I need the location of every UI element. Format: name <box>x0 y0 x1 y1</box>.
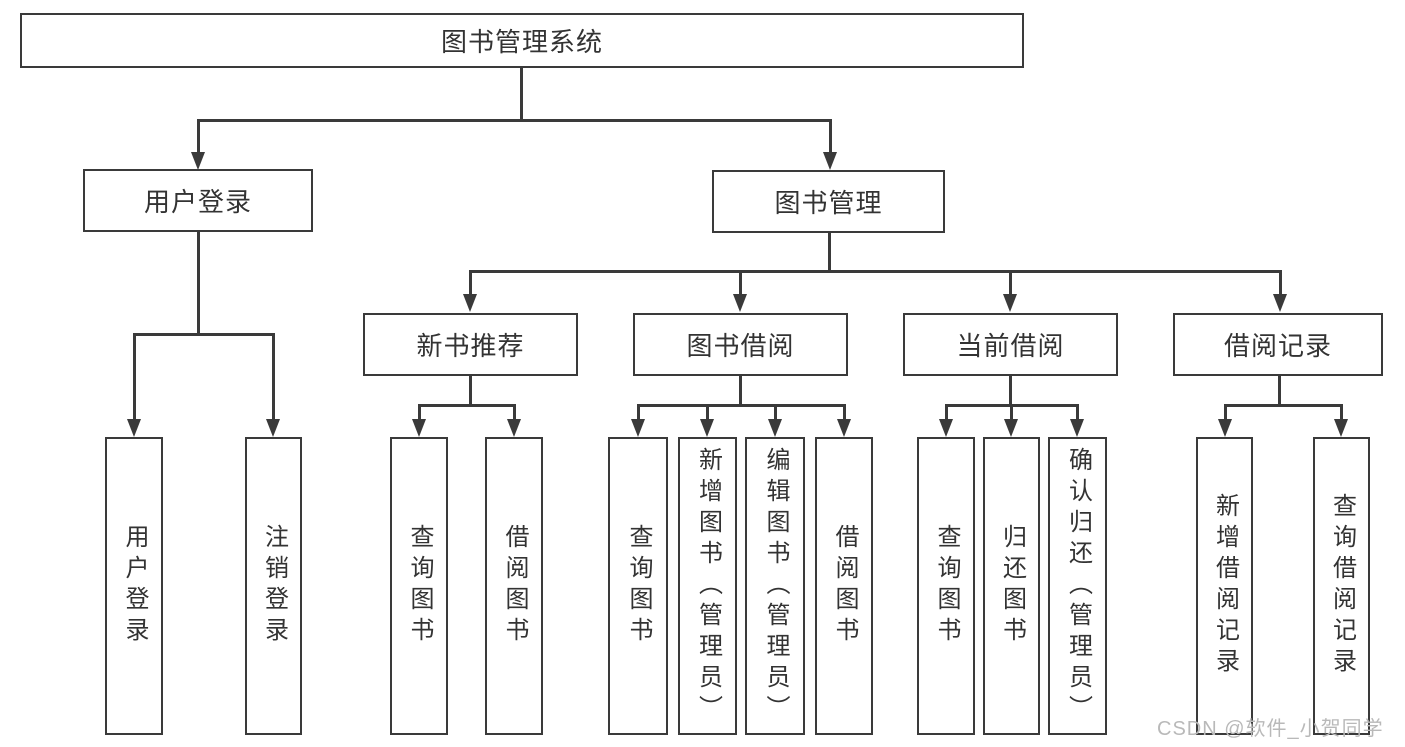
connector-line <box>469 270 1281 273</box>
arrowhead-icon <box>768 419 782 437</box>
connector-line <box>828 233 831 272</box>
node-borrow-records-label: 借阅记录 <box>1223 331 1332 361</box>
connector-line <box>272 333 275 420</box>
node-borrow-records: 借阅记录 <box>1173 313 1383 376</box>
connector-line <box>197 232 200 335</box>
leaf-query-borrow-record: 查询借阅记录 <box>1313 437 1370 735</box>
leaf-logout-label: 注销登录 <box>260 524 288 648</box>
node-book-borrow-label: 图书借阅 <box>686 331 795 361</box>
leaf-user-login-label: 用户登录 <box>121 524 148 648</box>
leaf-logout: 注销登录 <box>245 437 302 735</box>
arrowhead-icon <box>823 152 837 170</box>
connector-line <box>418 404 421 421</box>
leaf-query-book-recommend: 查询图书 <box>390 437 448 735</box>
leaf-query-book-current-label: 查询图书 <box>933 524 960 648</box>
arrowhead-icon <box>700 419 714 437</box>
connector-line <box>520 68 523 121</box>
leaf-query-book-borrow-label: 查询图书 <box>625 524 652 648</box>
node-book-borrow: 图书借阅 <box>633 313 848 376</box>
connector-line <box>418 404 516 407</box>
connector-line <box>1224 404 1227 421</box>
leaf-add-book-admin-label: 新增图书（管理员） <box>694 446 722 726</box>
connector-line <box>469 270 472 296</box>
connector-line <box>133 333 275 336</box>
arrowhead-icon <box>266 419 280 437</box>
connector-line <box>197 119 200 154</box>
arrowhead-icon <box>837 419 851 437</box>
node-new-book-recommend-label: 新书推荐 <box>416 331 525 361</box>
arrowhead-icon <box>191 152 205 170</box>
leaf-user-login: 用户登录 <box>105 437 163 735</box>
csdn-watermark: CSDN @软件_小贺同学 <box>1157 718 1384 740</box>
arrowhead-icon <box>1004 419 1018 437</box>
connector-line <box>1009 270 1012 296</box>
node-current-borrow: 当前借阅 <box>903 313 1118 376</box>
connector-line <box>1009 376 1012 406</box>
leaf-confirm-return-admin-label: 确认归还（管理员） <box>1064 446 1092 726</box>
leaf-confirm-return-admin: 确认归还（管理员） <box>1048 437 1107 735</box>
connector-line <box>843 404 846 421</box>
node-root-label: 图书管理系统 <box>440 27 603 57</box>
node-user-login: 用户登录 <box>83 169 313 232</box>
connector-line <box>637 404 845 407</box>
connector-line <box>945 404 948 421</box>
leaf-query-book-recommend-label: 查询图书 <box>406 524 433 648</box>
arrowhead-icon <box>127 419 141 437</box>
connector-line <box>513 404 516 421</box>
connector-line <box>1340 404 1343 421</box>
arrowhead-icon <box>1003 294 1017 312</box>
leaf-borrow-book-label: 借阅图书 <box>831 524 858 648</box>
connector-line <box>774 404 777 421</box>
connector-line <box>829 119 832 154</box>
connector-line <box>1278 376 1281 406</box>
arrowhead-icon <box>1273 294 1287 312</box>
leaf-query-book-current: 查询图书 <box>917 437 975 735</box>
arrowhead-icon <box>733 294 747 312</box>
leaf-edit-book-admin-label: 编辑图书（管理员） <box>762 446 789 726</box>
node-new-book-recommend: 新书推荐 <box>363 313 578 376</box>
arrowhead-icon <box>939 419 953 437</box>
leaf-return-book-label: 归还图书 <box>998 524 1026 648</box>
node-current-borrow-label: 当前借阅 <box>956 331 1065 361</box>
connector-line <box>1224 404 1343 407</box>
leaf-borrow-book-recommend: 借阅图书 <box>485 437 543 735</box>
connector-line <box>469 376 472 406</box>
node-book-management-label: 图书管理 <box>774 188 883 218</box>
arrowhead-icon <box>1218 419 1232 437</box>
connector-line <box>1076 404 1079 421</box>
connector-line <box>1279 270 1282 296</box>
arrowhead-icon <box>507 419 521 437</box>
leaf-query-borrow-record-label: 查询借阅记录 <box>1328 493 1356 679</box>
arrowhead-icon <box>631 419 645 437</box>
node-book-management: 图书管理 <box>712 170 945 233</box>
connector-line <box>133 333 136 420</box>
leaf-return-book: 归还图书 <box>983 437 1040 735</box>
connector-line <box>739 376 742 406</box>
node-root: 图书管理系统 <box>20 13 1024 68</box>
arrowhead-icon <box>1070 419 1084 437</box>
leaf-add-borrow-record-label: 新增借阅记录 <box>1211 493 1239 679</box>
arrowhead-icon <box>412 419 426 437</box>
leaf-query-book-borrow: 查询图书 <box>608 437 668 735</box>
connector-line <box>739 270 742 296</box>
leaf-add-borrow-record: 新增借阅记录 <box>1196 437 1253 735</box>
connector-line <box>706 404 709 421</box>
leaf-borrow-book-recommend-label: 借阅图书 <box>501 524 528 648</box>
connector-line <box>198 119 832 122</box>
leaf-add-book-admin: 新增图书（管理员） <box>678 437 737 735</box>
arrowhead-icon <box>1334 419 1348 437</box>
leaf-borrow-book: 借阅图书 <box>815 437 873 735</box>
arrowhead-icon <box>463 294 477 312</box>
node-user-login-label: 用户登录 <box>143 187 252 217</box>
connector-line <box>1010 404 1013 421</box>
connector-line <box>637 404 640 421</box>
leaf-edit-book-admin: 编辑图书（管理员） <box>745 437 805 735</box>
